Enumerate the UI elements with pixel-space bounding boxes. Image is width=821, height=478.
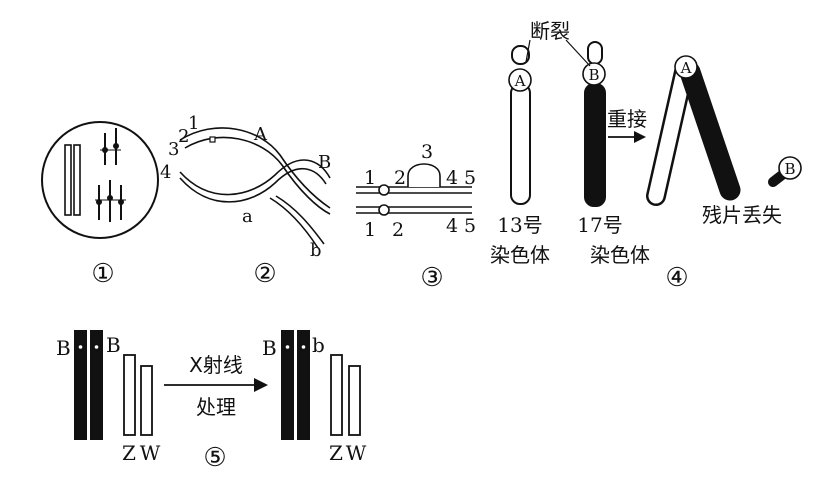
centromere-top [378, 184, 390, 196]
chromosome-W [140, 365, 153, 436]
xray-arrowhead [254, 378, 268, 392]
gene-circle-B [582, 62, 606, 86]
chrom17-sublabel: 染色体 [590, 243, 650, 267]
strand-tail [269, 197, 319, 249]
chromosome-rod [73, 144, 81, 216]
allele-after-left: B [262, 336, 277, 360]
top-label-3: 3 [421, 141, 433, 163]
bottom-label-1: 1 [364, 219, 376, 241]
strand-label-4: 4 [160, 162, 171, 183]
chromosome-black [297, 330, 310, 440]
gene-label-B: B [318, 152, 331, 173]
top-label-4: 4 [446, 167, 458, 189]
panel-1-number: ① [91, 259, 114, 289]
bottom-label-4: 4 [446, 215, 458, 237]
panel-3 [356, 163, 472, 216]
chromosome-black [90, 330, 103, 440]
sex-Z-after: Z [329, 441, 343, 465]
sex-Z-before: Z [122, 441, 136, 465]
strand-label-2: 2 [178, 126, 189, 147]
chrom13-cap [511, 45, 530, 65]
gene-circle-A-fused [674, 55, 698, 79]
gene-B-lost-label: B [784, 160, 795, 178]
panel-5-after [281, 330, 361, 440]
top-label-1: 1 [364, 167, 376, 189]
bottom-label-2: 2 [392, 219, 404, 241]
panel-4-number: ④ [665, 263, 688, 293]
panel-5-number: ⑤ [203, 443, 226, 473]
chromosome-black [74, 330, 87, 440]
top-label-5: 5 [464, 167, 476, 189]
chrom13-body [510, 83, 531, 205]
panel-3-number: ③ [420, 263, 443, 293]
gene-dot [78, 345, 83, 349]
treatment-sublabel: 处理 [196, 395, 236, 419]
panel-4 [508, 39, 802, 207]
cell-circle [41, 121, 159, 239]
crossover-marker [209, 136, 216, 143]
sex-W-before: W [140, 441, 161, 465]
chromosome-rod [64, 144, 72, 216]
panel-2-number: ② [253, 259, 276, 289]
bottom-label-5: 5 [464, 215, 476, 237]
allele-before-right: B [106, 333, 121, 357]
treatment-label: X射线 [189, 353, 243, 377]
fused-chromosome-right [679, 61, 741, 201]
chromosome-Z [330, 354, 343, 436]
gene-label-b: b [310, 240, 322, 261]
centromere-dot [113, 143, 119, 149]
sex-W-after: W [346, 441, 367, 465]
chrom17-cap [587, 41, 603, 65]
gene-dot [94, 345, 99, 349]
chrom17-label: 17号 [577, 213, 622, 237]
gene-circle-A [508, 68, 532, 92]
strand-1 [179, 127, 331, 209]
gene-dot [285, 345, 290, 349]
gene-A-label: A [514, 72, 526, 90]
chrom13-label: 13号 [497, 213, 542, 237]
panel-2 [179, 127, 331, 249]
chromosome-black [281, 330, 294, 440]
panel-5-before [74, 330, 153, 440]
break-pointer [565, 39, 591, 67]
strand-label-1: 1 [188, 113, 199, 134]
allele-after-right: b [312, 333, 325, 357]
break-label: 断裂 [530, 19, 570, 43]
fused-chromosome-left [648, 64, 692, 204]
panel-1: ① [41, 121, 159, 289]
chromosome-Z [123, 354, 136, 436]
strand-4 [179, 167, 327, 203]
top-label-2: 2 [394, 167, 406, 189]
strand-tail [275, 195, 325, 245]
chrom17-body [584, 83, 606, 207]
break-pointer [525, 39, 531, 63]
gene-B-label: B [588, 66, 599, 84]
centromere-bottom [378, 204, 390, 216]
lost-fragment [768, 170, 787, 187]
gene-dot [301, 345, 306, 349]
chromosome-W [348, 365, 361, 436]
rejoin-label: 重接 [607, 107, 647, 131]
gene-circle-B-lost [778, 156, 802, 180]
chrom13-sublabel: 染色体 [490, 243, 550, 267]
strand-2 [184, 136, 331, 215]
gene-A-fused-label: A [680, 59, 692, 77]
panel-5-arrow [164, 378, 268, 392]
strand-3 [179, 159, 331, 196]
gene-label-a: a [242, 206, 253, 227]
rejoin-arrowhead [634, 131, 646, 143]
strand-label-3: 3 [168, 139, 179, 160]
gene-label-A: A [253, 124, 268, 145]
deletion-loop [407, 163, 441, 187]
fragment-lost-label: 残片丢失 [702, 203, 782, 227]
allele-before-left: B [56, 336, 71, 360]
